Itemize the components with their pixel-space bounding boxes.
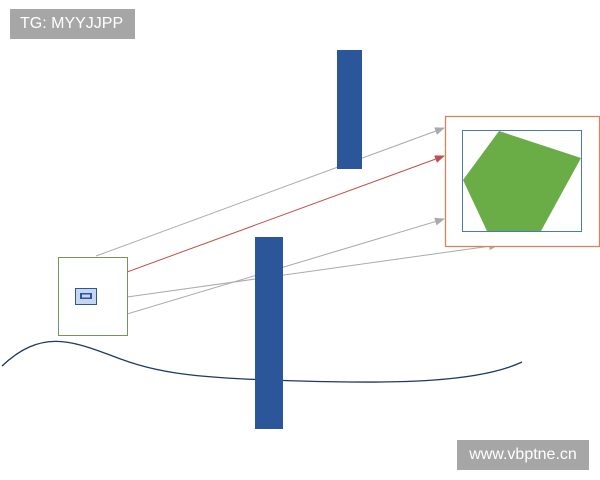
image-thumbnail-icon: [75, 288, 97, 305]
top-left-label: TG: MYYJJPP: [10, 9, 135, 39]
pentagon-shape: [463, 131, 581, 231]
vertical-bar-top: [337, 50, 362, 169]
vertical-bar-bottom: [255, 237, 283, 429]
bottom-right-label: www.vbptne.cn: [457, 440, 589, 470]
connector-line-2: [126, 242, 499, 298]
connector-line-3: [126, 217, 445, 315]
connector-line-red: [126, 155, 445, 273]
connector-line-1: [95, 127, 445, 257]
wave-curve: [1, 340, 523, 383]
